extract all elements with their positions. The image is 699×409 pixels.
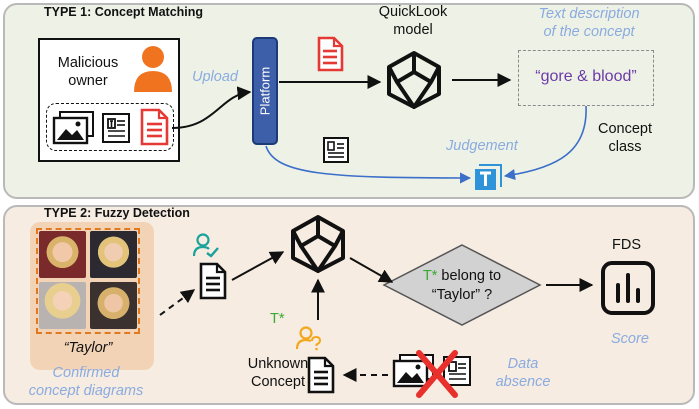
taylor-label: “Taylor”: [63, 340, 113, 356]
decision-line1: T* belong to: [402, 267, 522, 286]
score-label: Score: [611, 331, 649, 347]
model-to-decision-arrow: [349, 257, 394, 283]
judgement-label: Judgement: [446, 138, 518, 154]
photos-dashed-frame: [36, 228, 140, 334]
decision-diamond: [382, 244, 542, 326]
desc-line2: of the concept: [543, 24, 635, 40]
unknown-concept-label: Unknown Concept: [240, 355, 316, 391]
confirmed-label: Confirmed concept diagrams: [6, 364, 166, 400]
desc-line1: Text description: [538, 6, 640, 22]
red-document-icon: [140, 108, 169, 146]
class-to-judgement-arrow: [503, 105, 587, 181]
data-absence-label: Data absence: [488, 355, 558, 391]
concept-text: “gore & blood”: [535, 68, 637, 85]
photo-grid: [39, 231, 139, 331]
unknown-line1: Unknown: [247, 356, 309, 372]
owner-label: Malicious owner: [44, 54, 132, 90]
belong-taylor-text: “Taylor” ?: [431, 287, 493, 303]
unknown-line2: Concept: [250, 374, 305, 390]
person-icon: [134, 46, 172, 92]
type1-title: TYPE 1: Concept Matching: [44, 5, 204, 19]
belong-to-text: belong to: [437, 268, 502, 284]
image-icon: [52, 111, 94, 145]
photo-2: [90, 231, 137, 278]
type2-title: TYPE 2: Fuzzy Detection: [44, 206, 190, 220]
judgement-t-icon: [475, 164, 502, 190]
upload-arrow: [171, 86, 252, 129]
user-question-icon: [296, 326, 322, 351]
concept-class-label: Concept class: [580, 120, 670, 156]
model-line1: QuickLook: [378, 4, 448, 20]
concept-text-box: [518, 50, 654, 106]
photo-3: [39, 282, 86, 329]
photo-4: [90, 282, 137, 329]
model-label: QuickLook model: [358, 3, 468, 39]
document-icon: [307, 356, 335, 394]
platform-to-judgement-arrow: [265, 145, 472, 184]
owner-line1: Malicious: [57, 55, 119, 71]
red-x-icon: [416, 350, 458, 398]
owner-line2: owner: [68, 73, 108, 89]
class-line1: Concept: [597, 121, 652, 137]
text-description-label: Text description of the concept: [504, 5, 674, 41]
model-line2: model: [393, 22, 433, 38]
fds-label: FDS: [612, 237, 641, 253]
t-star-top: T*: [422, 268, 438, 284]
text-file-icon: [323, 137, 349, 163]
model-cube-icon: [387, 51, 441, 109]
confirmed-line1: Confirmed: [52, 365, 120, 381]
decision-label: T* belong to “Taylor” ?: [402, 267, 522, 305]
red-document-icon: [317, 36, 344, 72]
photos-to-doc-arrow: [159, 289, 196, 316]
upload-label: Upload: [192, 69, 238, 85]
document-icon: [199, 262, 227, 300]
data-line1: Data: [507, 356, 539, 372]
chart-bars-icon: [601, 261, 655, 315]
photo-1: [39, 231, 86, 278]
doc-to-model-arrow: [231, 251, 285, 281]
image-icon: [392, 354, 434, 388]
platform-box: Platform: [252, 37, 278, 145]
class-line2: class: [608, 139, 642, 155]
model-cube-icon: [291, 215, 345, 273]
text-file-icon: [102, 113, 130, 143]
user-check-icon: [193, 233, 219, 258]
data-line2: absence: [495, 374, 551, 390]
confirmed-line2: concept diagrams: [28, 383, 144, 399]
t-star-bottom: T*: [270, 311, 285, 327]
